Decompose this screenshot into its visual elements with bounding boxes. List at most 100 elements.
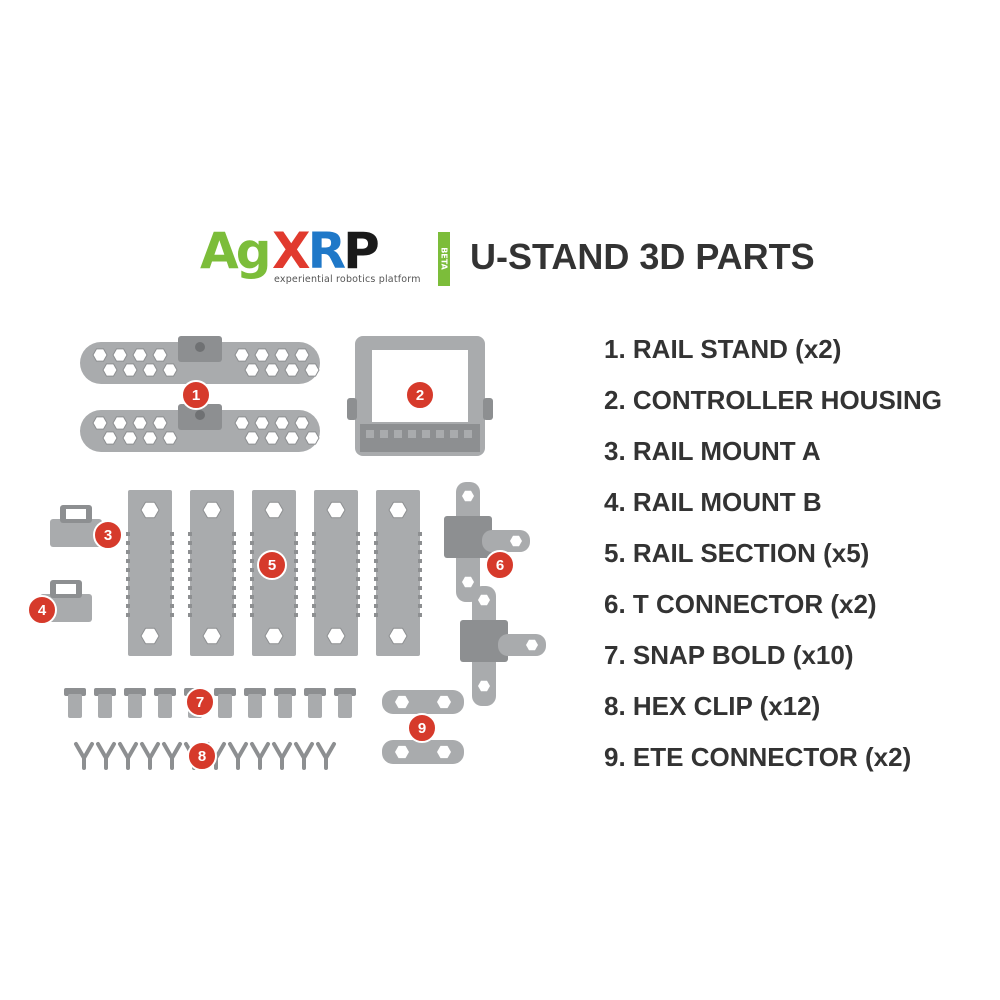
rail-tooth — [356, 550, 360, 554]
t-connector-arm — [482, 530, 530, 552]
rail-tooth — [312, 559, 316, 563]
rail-hex-top — [264, 501, 284, 519]
snap-bolt-head — [64, 688, 86, 696]
rail-tooth — [418, 541, 422, 545]
rail-section-part — [188, 490, 236, 656]
rail-tooth — [232, 586, 236, 590]
snap-bolt-part — [274, 688, 296, 718]
hex-cutout — [122, 431, 138, 445]
ete-connector-hex — [395, 695, 409, 709]
parts-list-item: 6. T CONNECTOR (x2) — [604, 589, 877, 619]
ete-connector-body — [382, 690, 464, 714]
rail-tooth — [418, 577, 422, 581]
rail-tooth — [170, 568, 174, 572]
rail-tooth — [312, 532, 316, 536]
hex-cutout — [112, 416, 128, 430]
rail-tooth — [418, 613, 422, 617]
rail-tooth — [170, 586, 174, 590]
rail-tooth — [188, 559, 192, 563]
rail-tooth — [312, 568, 316, 572]
rail-tooth — [188, 532, 192, 536]
rail-tooth — [232, 559, 236, 563]
ete-connector-part — [382, 690, 464, 714]
rail-tooth — [374, 577, 378, 581]
rail-tooth — [312, 550, 316, 554]
badge-number: 5 — [268, 557, 276, 574]
t-connector-hex — [510, 535, 522, 547]
rail-section-body — [128, 490, 172, 656]
t-connector-hex — [462, 576, 474, 588]
hex-clip-shape — [140, 742, 160, 770]
part-badge: 9 — [407, 713, 437, 743]
snap-bolt-part — [154, 688, 176, 718]
ete-connector-part — [382, 740, 464, 764]
rail-tooth — [188, 586, 192, 590]
rail-stand-hole — [195, 410, 205, 420]
parts-list: 1. RAIL STAND (x2) 2. CONTROLLER HOUSING… — [604, 330, 984, 789]
part-badge: 5 — [257, 550, 287, 580]
badge-circle — [181, 380, 211, 410]
badge-number: 7 — [196, 694, 204, 711]
rail-tooth — [250, 604, 254, 608]
rail-tooth — [250, 577, 254, 581]
hex-clip-shape — [294, 742, 314, 770]
hex-clip-part — [118, 742, 138, 770]
rail-tooth — [170, 595, 174, 599]
rail-tooth — [374, 568, 378, 572]
hex-cutout — [294, 348, 310, 362]
logo-ag-text: Ag — [200, 222, 271, 280]
hex-cutout — [152, 348, 168, 362]
rail-tooth — [356, 586, 360, 590]
hex-cutout — [274, 416, 290, 430]
rail-hex-top — [388, 501, 408, 519]
rail-tooth — [356, 595, 360, 599]
t-connector-hex — [462, 490, 474, 502]
ete-connector-hex — [437, 695, 451, 709]
housing-slot — [394, 430, 402, 438]
snap-bolt-head — [154, 688, 176, 696]
hex-clip-shape — [74, 742, 94, 770]
rail-tooth — [170, 541, 174, 545]
rail-tooth — [294, 550, 298, 554]
rail-tooth — [294, 532, 298, 536]
rail-tooth — [418, 559, 422, 563]
rail-tooth — [356, 568, 360, 572]
rail-mount-a-part — [50, 505, 102, 547]
rail-tooth — [356, 604, 360, 608]
hex-cutout — [234, 416, 250, 430]
hex-cutout — [102, 363, 118, 377]
hex-cutout — [264, 431, 280, 445]
rail-hex-bottom — [264, 627, 284, 645]
page-title: U-STAND 3D PARTS — [470, 236, 815, 277]
rail-section-part — [126, 490, 174, 656]
hex-clip-part — [96, 742, 116, 770]
hex-cutout — [162, 431, 178, 445]
rail-tooth — [418, 550, 422, 554]
hex-cutout — [162, 363, 178, 377]
rail-tooth — [250, 613, 254, 617]
hex-cutout — [92, 348, 108, 362]
snap-bolt-head — [244, 688, 266, 696]
rail-tooth — [188, 613, 192, 617]
badge-circle — [405, 380, 435, 410]
snap-bolt-shaft — [158, 694, 172, 718]
part-badge: 1 — [181, 380, 211, 410]
snap-bolt-shaft — [248, 694, 262, 718]
rail-tooth — [356, 577, 360, 581]
t-connector-arm — [498, 634, 546, 656]
rail-tooth — [250, 541, 254, 545]
rail-tooth — [232, 532, 236, 536]
housing-slot — [436, 430, 444, 438]
part-badge: 2 — [405, 380, 435, 410]
ete-connector-hex — [395, 745, 409, 759]
rail-section-part — [374, 490, 422, 656]
rail-tooth — [126, 550, 130, 554]
rail-stand-part — [80, 404, 320, 452]
mount-body — [50, 519, 102, 547]
ete-connector-hex — [437, 745, 451, 759]
hex-clip-part — [228, 742, 248, 770]
hex-clip-part — [74, 742, 94, 770]
rail-hex-bottom — [202, 627, 222, 645]
hex-cutout — [142, 431, 158, 445]
